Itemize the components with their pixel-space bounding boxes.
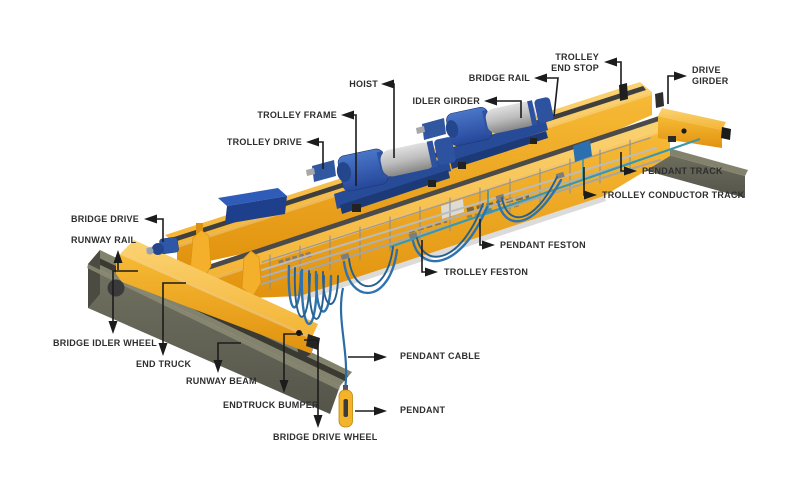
arrow-right-icon — [584, 190, 597, 200]
arrow-right-icon — [482, 240, 495, 250]
arrow-right-icon — [674, 71, 687, 81]
callout-bridge-drive — [156, 218, 164, 242]
label-pendant-cable: PENDANT CABLE — [400, 351, 481, 361]
arrow-down-icon — [213, 360, 223, 373]
label-pendant-feston: PENDANT FESTON — [500, 240, 586, 250]
pendant-cable-shape — [339, 287, 348, 391]
label-pendant: PENDANT — [400, 405, 446, 415]
label-trolley-frame: TROLLEY FRAME — [257, 110, 337, 120]
arrow-down-icon — [279, 380, 289, 393]
callout-idler-girder — [495, 100, 522, 118]
callout-endtruck-bumper — [283, 333, 303, 382]
callout-bridge-rail — [545, 77, 559, 117]
callout-bridge-idler-wheel — [112, 270, 138, 323]
arrow-left-icon — [381, 79, 394, 89]
label-trolley-conductor-track: TROLLEY CONDUCTOR TRACK — [602, 190, 745, 200]
pendant-shape — [338, 385, 353, 428]
label-pendant-track: PENDANT TRACK — [642, 166, 723, 176]
arrow-left-icon — [306, 137, 319, 147]
arrow-left-icon — [484, 96, 497, 106]
arrow-left-icon — [341, 110, 354, 120]
arrow-down-icon — [313, 415, 323, 428]
callout-bridge-drive-wheel — [304, 339, 319, 417]
arrow-left-icon — [604, 57, 617, 67]
callout-trolley-feston — [421, 240, 426, 273]
callout-runway-beam — [217, 342, 241, 362]
arrow-down-icon — [108, 321, 118, 334]
label-hoist: HOIST — [349, 79, 378, 89]
arrow-right-icon — [624, 166, 637, 176]
trolley-drive-shape — [312, 160, 336, 182]
trolley-conductor-track-shape — [389, 137, 701, 249]
label-bridge-idler-wheel: BRIDGE IDLER WHEEL — [53, 338, 158, 348]
callout-hoist — [392, 83, 395, 158]
callout-pendant-track — [620, 152, 625, 172]
control-panel — [218, 188, 287, 224]
label-trolley-drive: TROLLEY DRIVE — [226, 137, 302, 147]
arrow-left-icon — [534, 73, 547, 83]
arrow-up-icon — [113, 250, 123, 263]
callout-arrowheads — [108, 57, 687, 428]
bridge-idler-wheel-shape — [107, 279, 125, 297]
endtruck-bumper-shape — [306, 334, 320, 350]
callout-end-truck — [162, 282, 186, 345]
trolley-hoist-front — [306, 137, 456, 214]
label-trolley-feston: TROLLEY FESTON — [444, 267, 529, 277]
arrow-down-icon — [158, 343, 168, 356]
callout-drive-girder — [667, 75, 676, 104]
festoon-cables — [287, 176, 563, 325]
label-endtruck-bumper: ENDTRUCK BUMPER — [223, 400, 319, 410]
label-idler-girder: IDLER GIRDER — [412, 96, 480, 106]
bridge-drive-shape — [146, 236, 179, 255]
arrow-right-icon — [374, 406, 387, 416]
label-bridge-drive: BRIDGE DRIVE — [70, 214, 139, 224]
label-drive-girder: DRIVE GIRDER — [692, 65, 729, 86]
arrow-left-icon — [144, 214, 157, 224]
label-runway-rail: RUNWAY RAIL — [71, 235, 137, 245]
arrow-right-icon — [374, 352, 387, 362]
label-runway-beam: RUNWAY BEAM — [186, 376, 257, 386]
label-bridge-rail: BRIDGE RAIL — [468, 73, 530, 83]
label-bridge-drive-wheel: BRIDGE DRIVE WHEEL — [273, 432, 378, 442]
brand-logo — [278, 251, 312, 266]
end-truck-left — [116, 236, 320, 354]
arrow-right-icon — [425, 267, 438, 277]
end-truck-right — [658, 108, 731, 148]
drive-girder-shape — [193, 92, 670, 301]
trolley-hoist-rear — [416, 97, 554, 169]
girder-gussets — [189, 223, 262, 297]
label-end-truck: END TRUCK — [136, 359, 192, 369]
label-trolley-end-stop: TROLLEY END STOP — [551, 52, 599, 73]
